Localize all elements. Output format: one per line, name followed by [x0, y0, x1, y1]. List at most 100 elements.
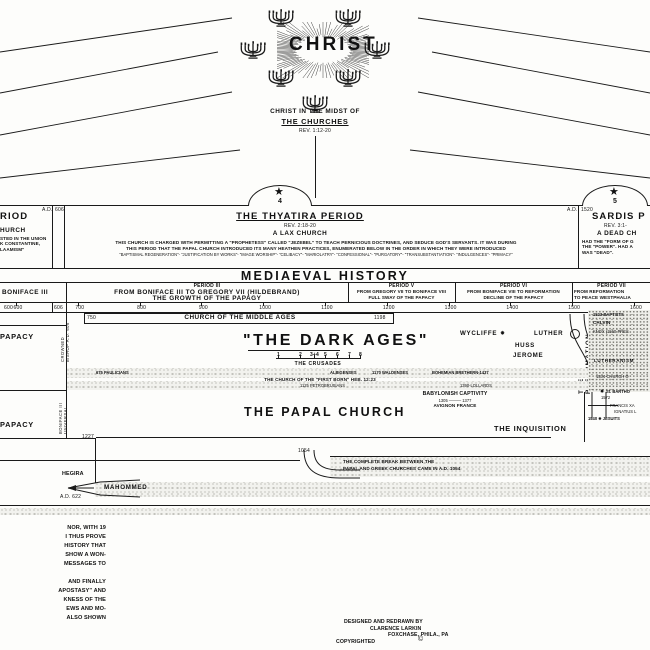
timeline-tickmark-700	[77, 302, 79, 306]
greek-break-curve	[303, 449, 360, 479]
timeline-tickmark-800	[139, 302, 141, 306]
period-3-line2: THE GROWTH OF THE PAPAGY	[152, 295, 262, 302]
bottom-text-line-1: NOR, WITH 19	[67, 525, 106, 531]
middle-ages-box	[84, 313, 394, 324]
left-rule-3	[0, 438, 96, 439]
left-vertical-crowned: CROWNED BISHOP A.D. 606	[60, 322, 70, 362]
crusades-label: THE CRUSADES	[294, 361, 342, 367]
timeline-tick-1600: 1600	[630, 305, 642, 311]
period-5-label: PERIOD V	[388, 283, 415, 289]
timeline-tick-1400: 1400	[506, 305, 519, 311]
reformation-line-baptists: 1523-BAPTISTS	[593, 312, 624, 317]
period-6-label: PERIOD VI	[499, 283, 528, 289]
menorah-icon-6	[335, 64, 361, 90]
left-rule-5	[0, 460, 300, 461]
sardis-star-icon: ★	[609, 186, 619, 198]
first-born-item-petrobrusians: 1125 PETROBRUSIANS	[300, 383, 345, 388]
reformation-line-ignatius: IGNATIUS L	[614, 409, 637, 414]
period-div-0	[66, 282, 67, 302]
hegira-date: A.D. 622	[60, 494, 82, 500]
greek-break-line2: PAPAL AND GREEK CHURCHES CAME IN A.D. 10…	[343, 466, 461, 471]
thyatira-number: 4	[278, 198, 282, 205]
timeline-tickmark-600	[16, 302, 17, 306]
period-div-3	[572, 282, 573, 302]
divider-1520	[578, 205, 579, 268]
menorah-icon-2	[335, 4, 361, 30]
christ-caption-line2: THE CHURCHES	[281, 117, 349, 126]
hegira-wedge	[67, 479, 140, 498]
reformation-line-calvin: CALVIN	[593, 320, 611, 325]
jesuit-vline	[584, 392, 585, 442]
ad-value-606: 606	[55, 207, 64, 213]
timeline-tickmark-1000	[263, 302, 265, 306]
timeline-tickmark-1600	[634, 302, 635, 306]
timeline-tick-600: 600	[13, 305, 23, 311]
left-tick-600a: 600	[4, 305, 13, 311]
bottom-text-line-5: MESSAGES TO	[63, 561, 106, 567]
ad-label-1520: A.D.	[567, 207, 578, 213]
bottom-text-line-4: SHOW A WON-	[65, 552, 106, 558]
divider-606b	[64, 205, 65, 268]
period-7-label: PERIOD VII	[597, 283, 626, 289]
sardis-ref: REV. 3:1-	[604, 223, 628, 229]
credit-line4: COPYRIGHTED	[336, 639, 376, 645]
reformer-luther: LUTHER	[534, 330, 564, 337]
first-born-title: THE CHURCH OF THE "FIRST BORN" HEB. 12:2…	[264, 377, 376, 382]
church-middle-ages-label: CHURCH OF THE MIDDLE AGES	[184, 314, 296, 321]
avignon-label: AVIGNON FRANCE	[433, 403, 477, 408]
reformer-huss: HUSS	[515, 342, 535, 349]
timeline-tick-800: 800	[137, 305, 147, 311]
reformation-line-lutheranism: LUTHERANISM	[594, 358, 635, 363]
mediaeval-top-rule	[0, 268, 650, 269]
thyatira-subtitle: A LAX CHURCH	[272, 230, 328, 237]
bottom-text-line-7: AND FINALLY	[68, 579, 106, 585]
mahommed-band	[95, 482, 650, 497]
bottom-text-line-2: I THUS PROVE	[65, 534, 106, 540]
timeline-tick-1500: 1500	[568, 305, 581, 311]
dark-ages-title: "THE DARK AGES"	[243, 332, 430, 349]
thyatira-star-icon: ★	[274, 186, 284, 198]
first-born-item-bohemian: BOHEMIAN BRETHERN-1437	[432, 370, 489, 375]
pergamos-subtitle: HURCH	[0, 227, 26, 234]
starburst-glow	[277, 22, 369, 78]
greek-break-band	[330, 456, 650, 477]
timeline-tick-900: 900	[198, 305, 208, 311]
band-top-rule-left	[0, 205, 248, 206]
left-tick-600b: 606	[54, 305, 63, 311]
copyright-icon: ©	[418, 636, 424, 643]
left-papacy-2: PAPACY	[0, 420, 34, 429]
reformer-wycliffe: WYCLIFFE	[460, 330, 498, 337]
crusade-tickmark-7	[360, 355, 361, 359]
reformation-line-xavier: FRANCIS XA	[610, 403, 635, 408]
period-5-line2: FULL SWAY OF THE PAPACY	[368, 295, 435, 300]
christ-caption-line1: CHRIST IN THE MIDST OF	[270, 108, 360, 115]
ad-label-606: A.D.	[42, 207, 53, 213]
sardis-title: SARDIS P	[592, 211, 646, 222]
timeline-tickmark-1500	[572, 302, 574, 306]
timeline-tickmark-1200	[386, 302, 388, 306]
band-top-rule-mid	[312, 205, 582, 206]
christ-caption-ref: REV. 1:12-20	[299, 128, 331, 134]
first-born-band-upper	[66, 368, 650, 378]
reformation-line-church-of-england: 1534-CHURCH O	[596, 374, 629, 379]
crusade-tickmark-1	[278, 355, 279, 359]
period-left-partial: BONIFACE III	[2, 289, 49, 296]
first-born-item-paulicians: 675 PAULICIANS	[96, 370, 129, 375]
reformation-stipple	[588, 310, 650, 392]
reformation-line-bartholomew: St. BARTHO	[606, 389, 630, 394]
band-top-rule-right	[648, 205, 650, 206]
mediaeval-history-title: MEDIAEVAL HISTORY	[240, 269, 410, 283]
timeline-tickmark-1400	[510, 302, 512, 306]
reformer-jerome: JEROME	[513, 352, 544, 359]
bottom-text-line-3: HISTORY THAT	[64, 543, 106, 549]
left-papacy-1: PAPACY	[0, 332, 34, 341]
period-div-2	[455, 282, 456, 302]
middle-ages-start: 750	[87, 315, 96, 321]
first-born-band-lower	[66, 381, 650, 390]
bottom-text-line-8: APOSTASY" AND	[58, 588, 106, 594]
credit-line3: FOXCHASE, PHILA., PA	[388, 632, 449, 638]
lower-rule	[0, 505, 650, 506]
dark-ages-underline	[248, 350, 340, 351]
babylonish-captivity-label: BABYLONISH CAPTIVITY	[422, 391, 488, 397]
